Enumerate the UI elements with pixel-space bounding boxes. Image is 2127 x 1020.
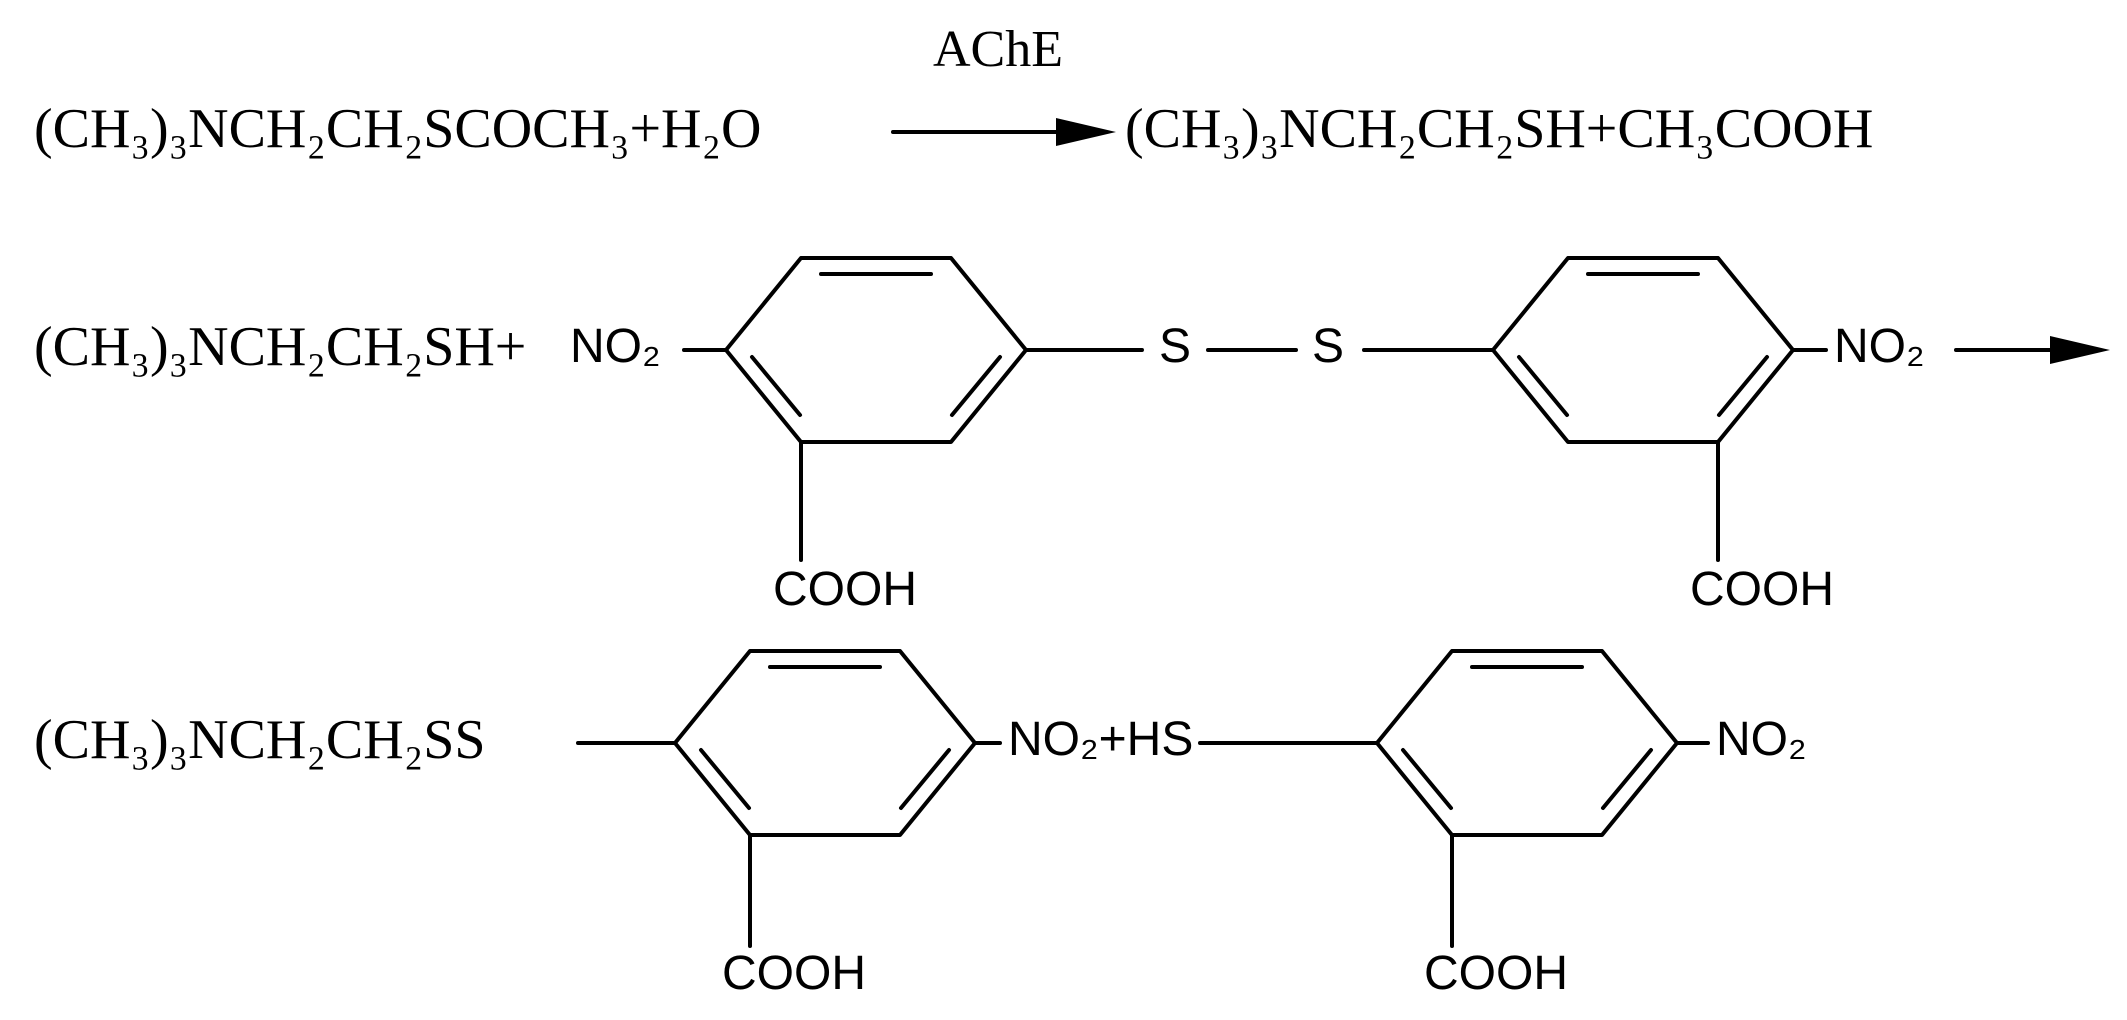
dtnb-left-carboxyl-label: COOH: [773, 563, 917, 616]
dtnb-right-ring: [1362, 256, 1828, 562]
dtnb-left-ring: [682, 256, 1144, 562]
nitro-plus-thiol-label: NO₂+HS: [1008, 713, 1194, 766]
thiocholine-reactant-formula: (CH₃)₃NCH₂CH₂SH+: [34, 316, 527, 378]
mixed-disulfide-carboxyl-label: COOH: [722, 947, 866, 1000]
dtnb-right-nitro-label: NO₂: [1834, 320, 1925, 373]
mixed-disulfide-chain-formula: (CH₃)₃NCH₂CH₂SS: [34, 709, 486, 771]
dtnb-left-nitro-label: NO₂: [570, 320, 661, 373]
acetylthiocholine-formula: (CH₃)₃NCH₂CH₂SCOCH₃+H₂O: [34, 98, 762, 160]
ache-catalyst-label: AChE: [933, 21, 1063, 78]
mixed-disulfide-ring: [576, 649, 1002, 948]
sulfur-left-label: S: [1159, 320, 1192, 373]
dtnb-right-carboxyl-label: COOH: [1690, 563, 1834, 616]
reaction2-arrow: [1954, 336, 2110, 364]
sulfur-right-label: S: [1312, 320, 1345, 373]
tnb-carboxyl-label: COOH: [1424, 947, 1568, 1000]
tnb-ring: [1198, 649, 1710, 948]
thiocholine-product-formula: (CH₃)₃NCH₂CH₂SH+CH₃COOH: [1125, 98, 1874, 160]
tnb-nitro-label: NO₂: [1716, 713, 1807, 766]
reaction1-arrow: [891, 118, 1116, 146]
